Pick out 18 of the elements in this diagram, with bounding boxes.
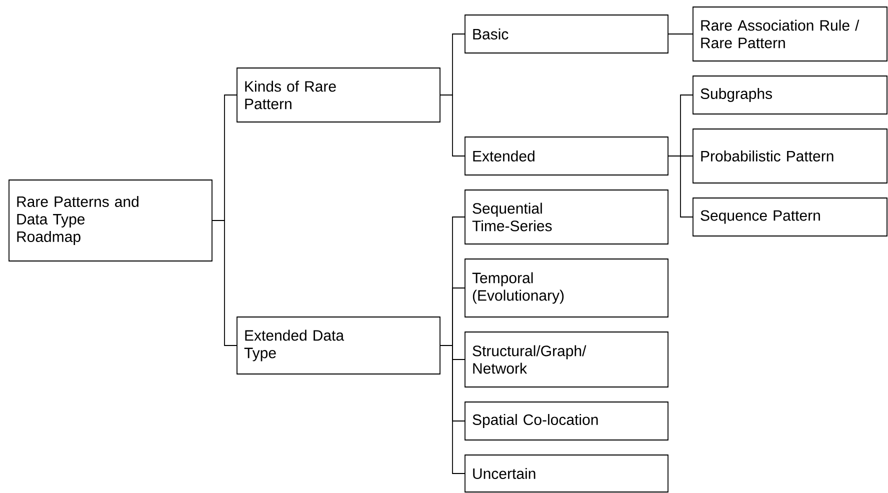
tree-box: Extended [464,136,668,176]
tree-box: Rare Association Rule / Rare Pattern [692,6,888,62]
connector-line [440,94,466,156]
tree-box: Uncertain [464,454,668,492]
tree-box: Temporal (Evolutionary) [464,258,668,318]
tree-box: Rare Patterns and Data Type Roadmap [8,180,212,262]
tree-box: Sequential Time-Series [464,190,668,244]
tree-box: Kinds of Rare Pattern [236,68,440,122]
tree-box: Spatial Co-location [464,402,668,440]
tree-box: Structural/Graph/ Network [464,332,668,388]
tree-box: Sequence Pattern [692,198,888,236]
connector-line [212,220,238,346]
tree-box: Basic [464,14,668,54]
tree-box: Subgraphs [692,76,888,114]
connector-line [668,156,694,218]
tree-box: Probabilistic Pattern [692,128,888,184]
connector-line [440,345,466,474]
tree-box: Extended Data Type [236,316,440,374]
